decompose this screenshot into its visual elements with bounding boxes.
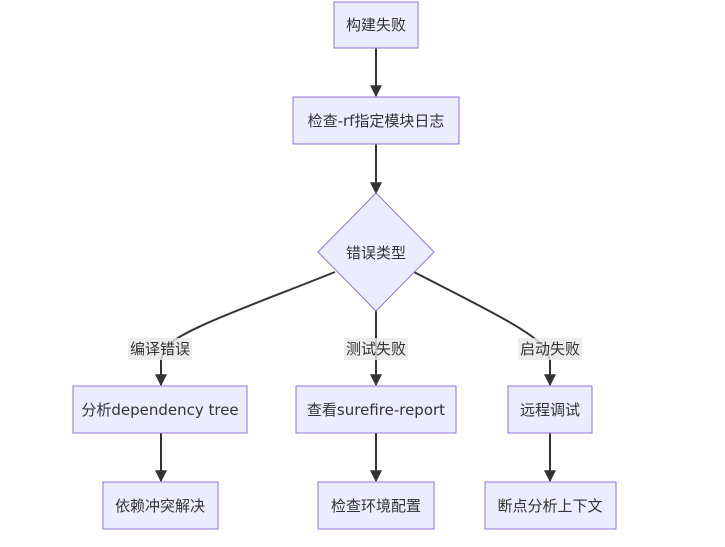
edge-label-compile-error: 编译错误	[130, 340, 190, 358]
node-analyze-tree: 分析dependency tree	[72, 385, 248, 434]
node-error-type-diamond	[317, 192, 435, 312]
node-check-env-box	[317, 481, 435, 530]
node-check-log: 检查-rf指定模块日志	[292, 96, 460, 145]
node-check-env: 检查环境配置	[317, 481, 435, 530]
edge-label-bg-compile-error	[128, 338, 192, 360]
node-check-log-box	[292, 96, 460, 145]
node-remote-debug: 远程调试	[507, 385, 593, 434]
node-resolve-conflict-label: 依赖冲突解决	[115, 497, 205, 515]
node-view-report-box	[295, 385, 457, 434]
edge-error-type-to-analyze-tree	[155, 271, 336, 387]
node-view-report-label: 查看surefire-report	[307, 401, 445, 419]
edge-label-bg-start-fail	[518, 338, 582, 360]
node-breakpoint-label: 断点分析上下文	[497, 497, 602, 515]
node-build-fail-box	[333, 1, 419, 49]
edge-label-start-fail: 启动失败	[520, 340, 580, 358]
node-breakpoint: 断点分析上下文	[484, 481, 617, 530]
node-breakpoint-box	[484, 481, 617, 530]
node-analyze-tree-box	[72, 385, 248, 434]
node-remote-debug-label: 远程调试	[520, 401, 580, 419]
node-analyze-tree-label: 分析dependency tree	[81, 401, 238, 419]
node-resolve-conflict-box	[102, 481, 219, 530]
node-check-env-label: 检查环境配置	[331, 497, 421, 515]
edge-label-bg-test-fail	[344, 338, 408, 360]
edge-labels: 编译错误 测试失败 启动失败	[128, 338, 582, 360]
node-check-log-label: 检查-rf指定模块日志	[308, 112, 445, 130]
node-view-report: 查看surefire-report	[295, 385, 457, 434]
node-remote-debug-box	[507, 385, 593, 434]
nodes: 构建失败 检查-rf指定模块日志 错误类型 分析dependency tree …	[72, 1, 617, 530]
edge-error-type-to-remote-debug	[413, 271, 556, 387]
node-error-type: 错误类型	[317, 192, 435, 312]
node-build-fail: 构建失败	[333, 1, 419, 49]
edge-label-test-fail: 测试失败	[346, 340, 406, 358]
node-build-fail-label: 构建失败	[346, 16, 406, 34]
node-resolve-conflict: 依赖冲突解决	[102, 481, 219, 530]
node-error-type-label: 错误类型	[346, 244, 406, 262]
